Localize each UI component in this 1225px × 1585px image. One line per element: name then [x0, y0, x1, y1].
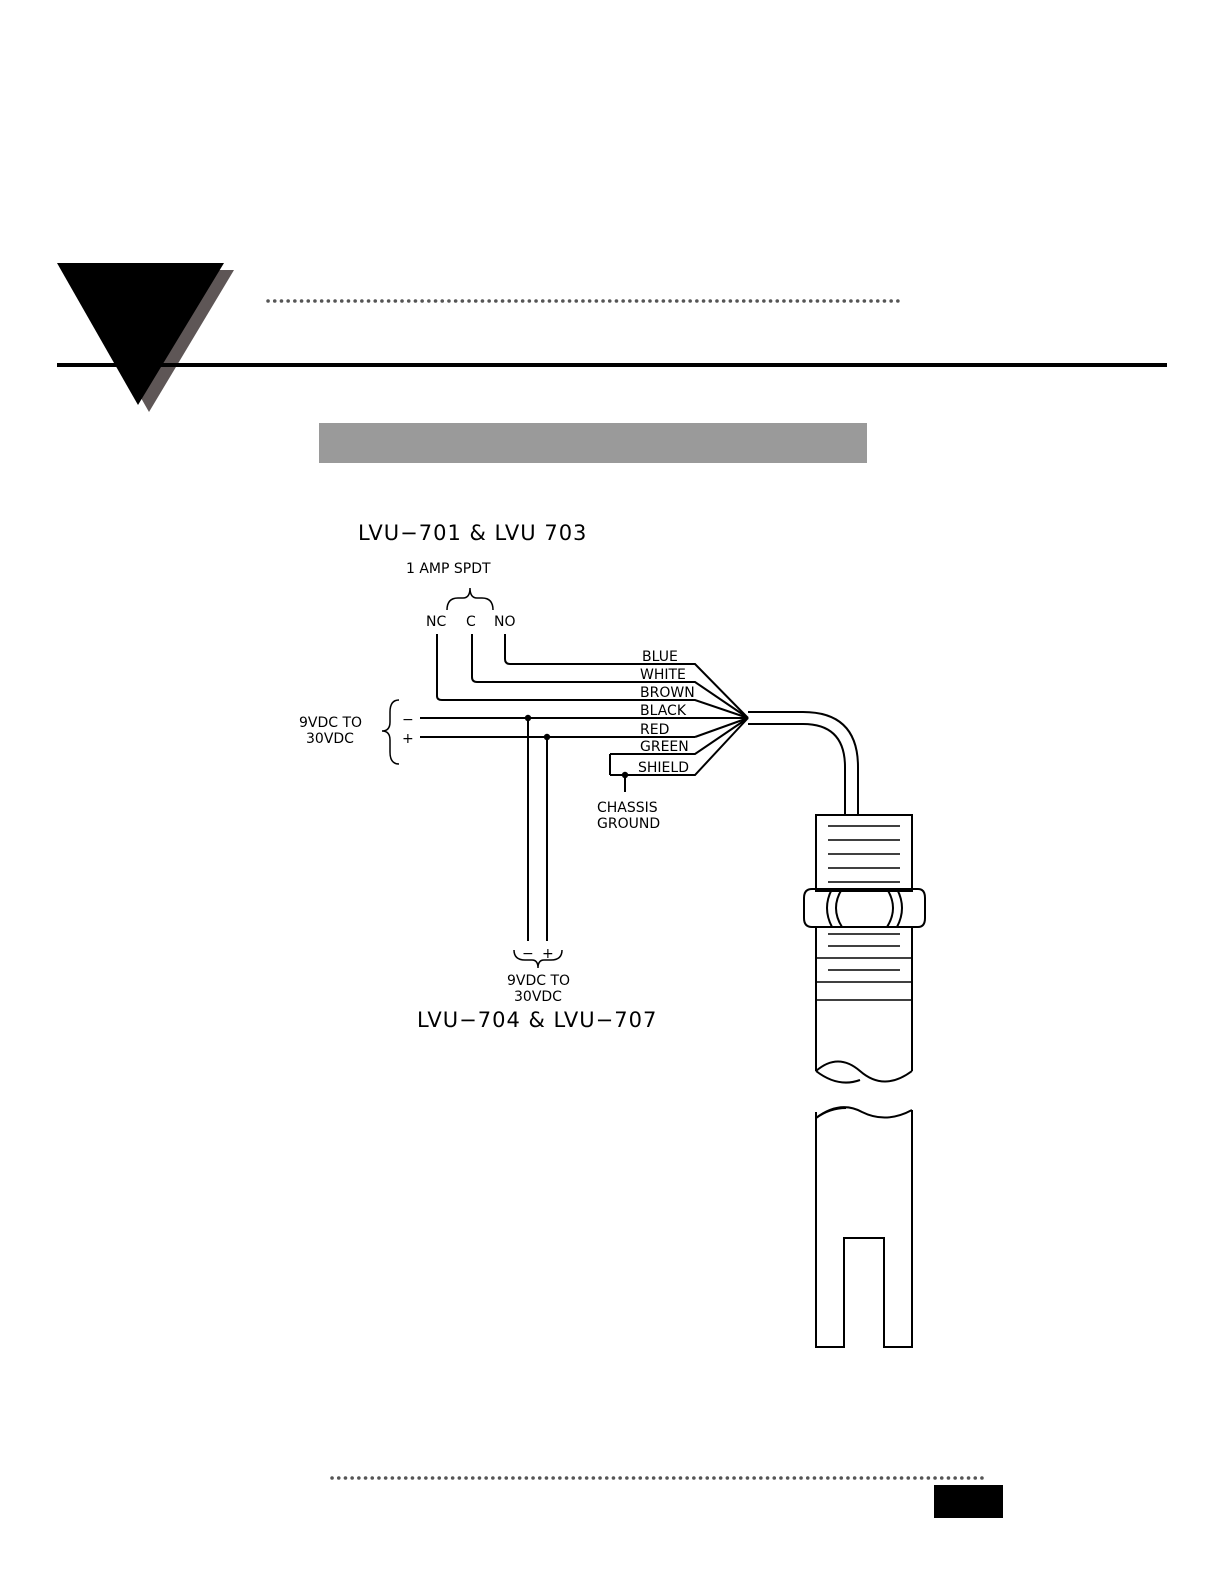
plus-junction	[544, 734, 550, 740]
wire-label-black: BLACK	[640, 703, 687, 719]
shaft-break-lower-inner	[816, 1108, 846, 1118]
cable-inner	[748, 724, 845, 815]
relay-label: 1 AMP SPDT	[406, 561, 491, 577]
wire-label-shield: SHIELD	[638, 760, 689, 776]
wire-brown-line	[437, 634, 748, 718]
header-logo	[57, 263, 234, 412]
wire-label-red: RED	[640, 722, 669, 738]
contact-nc: NC	[426, 614, 446, 630]
ground-line1: CHASSIS	[597, 800, 658, 816]
wire-label-green: GREEN	[640, 739, 689, 755]
supply-left-brace	[382, 700, 399, 764]
shaft-break-lower	[816, 1107, 912, 1118]
supply-bottom-line1: 9VDC TO	[507, 973, 570, 989]
logo-triangle	[57, 263, 224, 405]
nut-facet-left	[827, 889, 832, 927]
sensor-body	[804, 815, 925, 1347]
sensor-nut	[804, 889, 925, 927]
contact-c: C	[466, 614, 476, 630]
ground-line2: GROUND	[597, 816, 660, 832]
nut-center-face	[836, 889, 893, 927]
wire-label-white: WHITE	[640, 667, 686, 683]
cable-outer	[748, 712, 858, 815]
ground-junction	[622, 772, 628, 778]
supply-left-line2: 30VDC	[306, 731, 354, 747]
section-heading-bar	[319, 423, 867, 463]
supply-left-line1: 9VDC TO	[299, 715, 362, 731]
contact-no: NO	[494, 614, 516, 630]
shaft-break-upper-inner	[816, 1071, 860, 1083]
relay-brace	[447, 588, 493, 610]
wire-label-blue: BLUE	[642, 649, 678, 665]
minus-junction	[525, 715, 531, 721]
diagram-title-bottom: LVU−704 & LVU−707	[417, 1008, 657, 1032]
sensor-fork-tip	[816, 1110, 912, 1347]
diagram-title-top: LVU−701 & LVU 703	[358, 521, 587, 545]
supply-left-plus: +	[402, 731, 414, 747]
wire-label-brown: BROWN	[640, 685, 695, 701]
supply-bottom-line2: 30VDC	[514, 989, 562, 1005]
supply-left-minus: −	[402, 712, 414, 728]
sensor-shaft-upper	[816, 1000, 912, 1071]
page-number-tab	[934, 1485, 1003, 1518]
nut-facet-right	[897, 889, 902, 927]
